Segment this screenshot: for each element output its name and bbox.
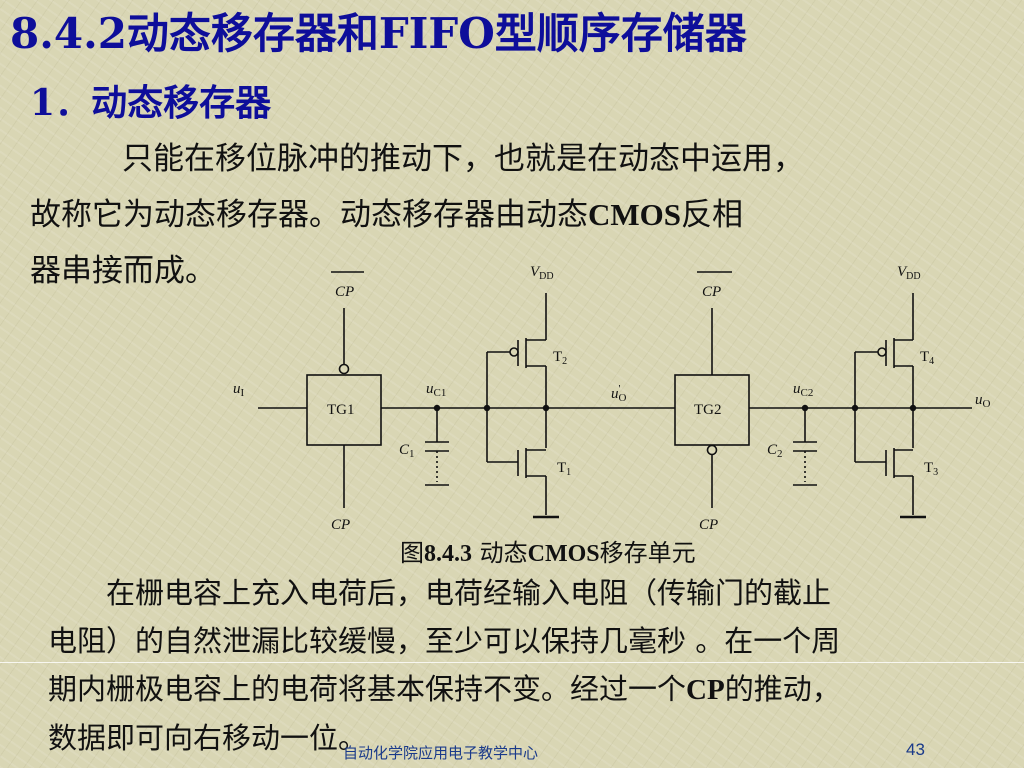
uo-prime-label: uO' <box>611 383 627 404</box>
explanation-paragraph: 在栅电容上充入电荷后，电荷经输入电阻（传输门的截止 电阻）的自然泄漏比较缓慢，至… <box>48 569 1008 762</box>
caption-cmos: CMOS <box>527 541 600 567</box>
cmos-shift-register-circuit: TG1 TG2 CP CP CP CP uI uC1 uO' uC2 uO C1… <box>233 264 991 533</box>
node-inv2-in <box>851 404 859 412</box>
node-inv1-out <box>542 404 550 412</box>
section-number: 1． <box>30 82 92 124</box>
node-inv1-in <box>483 404 491 412</box>
section-heading: 1．动态移存器 <box>30 74 271 126</box>
ui-label: uI <box>233 381 245 399</box>
caption-mid: 动态 <box>472 539 528 567</box>
page-number: 43 <box>906 740 925 759</box>
intro-line-3: 器串接而成。 <box>30 253 216 289</box>
t3-label: T3 <box>924 460 938 478</box>
t2-label: T2 <box>553 349 567 367</box>
cp-bar-label-1: CP <box>335 284 354 300</box>
section-label: 动态移存器 <box>91 82 272 124</box>
slide-title: 8.4.2动态移存器和FIFO型顺序存储器 <box>10 9 747 58</box>
t2-bubble <box>509 347 519 357</box>
explanation-line-3-post: 的推动， <box>724 672 841 706</box>
intro-line-1: 只能在移位脉冲的推动下，也就是在动态中运用， <box>122 141 804 177</box>
cp-label-2: CP <box>699 517 718 533</box>
node-inv2-out <box>909 404 917 412</box>
intro-line-2-cmos: CMOS <box>588 197 681 232</box>
explanation-line-1: 在栅电容上充入电荷后，电荷经输入电阻（传输门的截止 <box>106 576 832 610</box>
tg1-label: TG1 <box>327 402 355 418</box>
cp-bar-label-2: CP <box>702 284 721 300</box>
explanation-line-3-cp: CP <box>686 674 725 706</box>
c2-label: C2 <box>767 442 783 460</box>
node-uc1 <box>433 404 441 412</box>
uo-label: uO <box>975 392 991 410</box>
t4-bubble <box>877 347 887 357</box>
explanation-line-3-pre: 期内栅极电容上的电荷将基本保持不变。经过一个 <box>48 672 687 706</box>
explanation-line-3: 期内栅极电容上的电荷将基本保持不变。经过一个CP的推动， <box>48 665 1008 714</box>
tg2-bubble <box>706 444 718 456</box>
footer-divider <box>0 662 1024 663</box>
figure-caption: 图8.4.3 动态CMOS移存单元 <box>400 533 696 568</box>
vdd-label-1: VDD <box>530 264 554 282</box>
footer-organization: 自动化学院应用电子教学中心 <box>343 744 539 762</box>
t4-label: T4 <box>920 349 934 367</box>
cp-label-1: CP <box>331 517 350 533</box>
intro-line-2-pre: 故称它为动态移存器。动态移存器由动态 <box>30 197 588 233</box>
caption-number: 8.4.3 <box>424 541 472 567</box>
tg2-label: TG2 <box>694 402 722 418</box>
intro-paragraph: 只能在移位脉冲的推动下，也就是在动态中运用， 故称它为动态移存器。动态移存器由动… <box>30 131 1015 299</box>
intro-line-2: 故称它为动态移存器。动态移存器由动态CMOS反相 <box>30 187 1015 243</box>
vdd-label-2: VDD <box>897 264 921 282</box>
uc1-label: uC1 <box>426 381 446 399</box>
c1-label: C1 <box>399 442 415 460</box>
caption-prefix: 图 <box>400 539 424 567</box>
t1-label: T1 <box>557 460 571 478</box>
uc2-label: uC2 <box>793 381 813 399</box>
explanation-line-4: 数据即可向右移动一位。 <box>48 721 368 755</box>
tg1-bubble <box>338 363 350 375</box>
intro-line-2-post: 反相 <box>681 197 743 233</box>
caption-post: 移存单元 <box>599 539 696 567</box>
node-uc2 <box>801 404 809 412</box>
explanation-line-2: 电阻）的自然泄漏比较缓慢，至少可以保持几毫秒 。在一个周 <box>48 624 841 658</box>
